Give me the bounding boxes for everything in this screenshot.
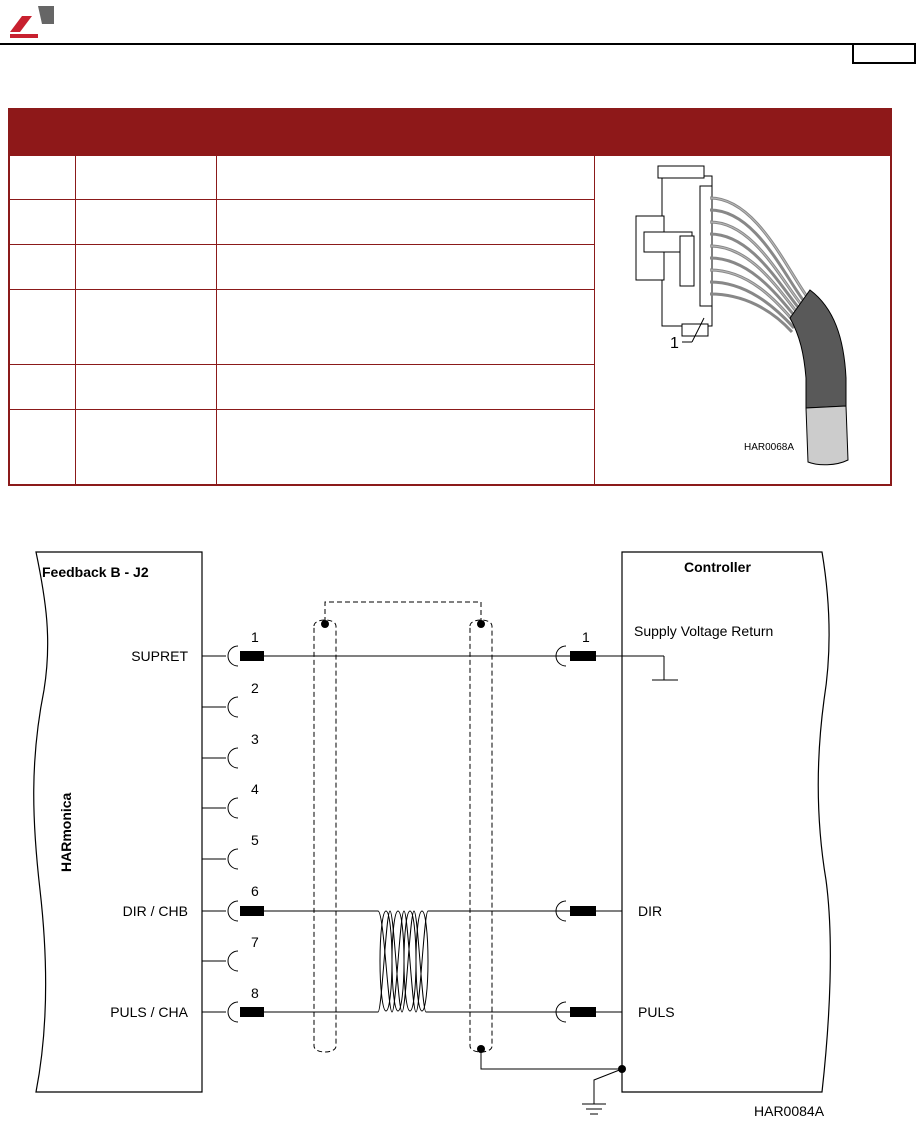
left-box-side-label: HARmonica <box>58 792 74 872</box>
left-pin-4-num: 4 <box>251 781 259 797</box>
left-pin-1-num: 1 <box>251 629 259 645</box>
connector-illustration: 1 HAR0068A <box>635 165 849 466</box>
right-box-title: Controller <box>684 559 751 575</box>
right-box <box>621 551 831 1093</box>
left-signal-dir-chb: DIR / CHB <box>123 903 188 919</box>
company-logo <box>10 6 54 38</box>
left-signal-supret: SUPRET <box>131 648 188 664</box>
left-pin-2-num: 2 <box>251 680 259 696</box>
illustration-code: HAR0068A <box>744 442 794 453</box>
left-pin-6-num: 6 <box>251 883 259 899</box>
left-signal-puls-cha: PULS / CHA <box>110 1004 188 1020</box>
wiring-diagram: Feedback B - J2 HARmonica Controller Sup… <box>33 551 831 1119</box>
right-signal-puls: PULS <box>638 1004 675 1020</box>
left-pin-8-num: 8 <box>251 985 259 1001</box>
supply-voltage-return-label: Supply Voltage Return <box>634 623 773 639</box>
table-header <box>10 110 890 156</box>
right-pin-1-num: 1 <box>582 629 590 645</box>
left-box-title: Feedback B - J2 <box>42 564 149 580</box>
left-pin-5-num: 5 <box>251 832 259 848</box>
right-signal-dir: DIR <box>638 903 662 919</box>
connector-table: 1 HAR0068A <box>8 108 892 486</box>
diagram-code: HAR0084A <box>754 1103 825 1119</box>
header-rule <box>0 43 852 45</box>
left-pin-3-num: 3 <box>251 731 259 747</box>
left-pin-7-num: 7 <box>251 934 259 950</box>
page-number-box <box>852 43 916 64</box>
left-box <box>33 551 203 1093</box>
callout-number: 1 <box>670 335 679 352</box>
